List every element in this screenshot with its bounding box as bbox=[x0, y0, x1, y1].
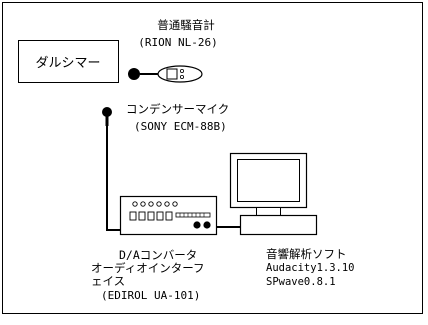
audio-interface bbox=[119, 195, 218, 236]
microphone: コンデンサーマイク (SONY ECM-88B) bbox=[102, 102, 229, 133]
converter-model: (EDIROL UA-101) bbox=[101, 289, 200, 302]
converter-caption: D/Aコンバータ オーディオインターフ ェイス (EDIROL UA-101) bbox=[91, 248, 205, 302]
sound-level-meter-name: 普通騒音計 bbox=[157, 18, 215, 32]
microphone-icon bbox=[102, 107, 112, 126]
microphone-name: コンデンサーマイク bbox=[126, 102, 229, 116]
audio-interface-knobs bbox=[132, 201, 178, 207]
audio-interface-faders bbox=[129, 211, 211, 221]
software-app1: Audacity1.3.10 bbox=[266, 262, 355, 274]
audio-interface-jacks bbox=[193, 221, 211, 229]
software-app2: SPwave0.8.1 bbox=[266, 276, 336, 288]
sound-level-meter-model: (RION NL-26) bbox=[138, 36, 217, 49]
instrument-label: ダルシマー bbox=[35, 56, 100, 71]
sound-level-meter: 普通騒音計 (RION NL-26) bbox=[128, 18, 218, 83]
computer-base bbox=[239, 214, 318, 236]
instrument-box-frame bbox=[18, 40, 119, 83]
computer-stand bbox=[256, 207, 281, 216]
computer bbox=[229, 152, 318, 236]
software-caption: 音響解析ソフト Audacity1.3.10 SPwave0.8.1 bbox=[266, 247, 355, 288]
mic-cable bbox=[106, 125, 120, 231]
converter-line3: ェイス bbox=[91, 274, 125, 288]
sound-level-meter-icon bbox=[128, 65, 203, 83]
instrument-box: ダルシマー bbox=[18, 40, 119, 83]
computer-screen bbox=[237, 159, 300, 202]
outer-frame bbox=[2, 2, 423, 314]
software-name: 音響解析ソフト bbox=[266, 247, 347, 261]
converter-line1: D/Aコンバータ bbox=[119, 248, 197, 262]
microphone-model: (SONY ECM-88B) bbox=[134, 120, 227, 133]
converter-line2: オーディオインターフ bbox=[91, 261, 205, 275]
